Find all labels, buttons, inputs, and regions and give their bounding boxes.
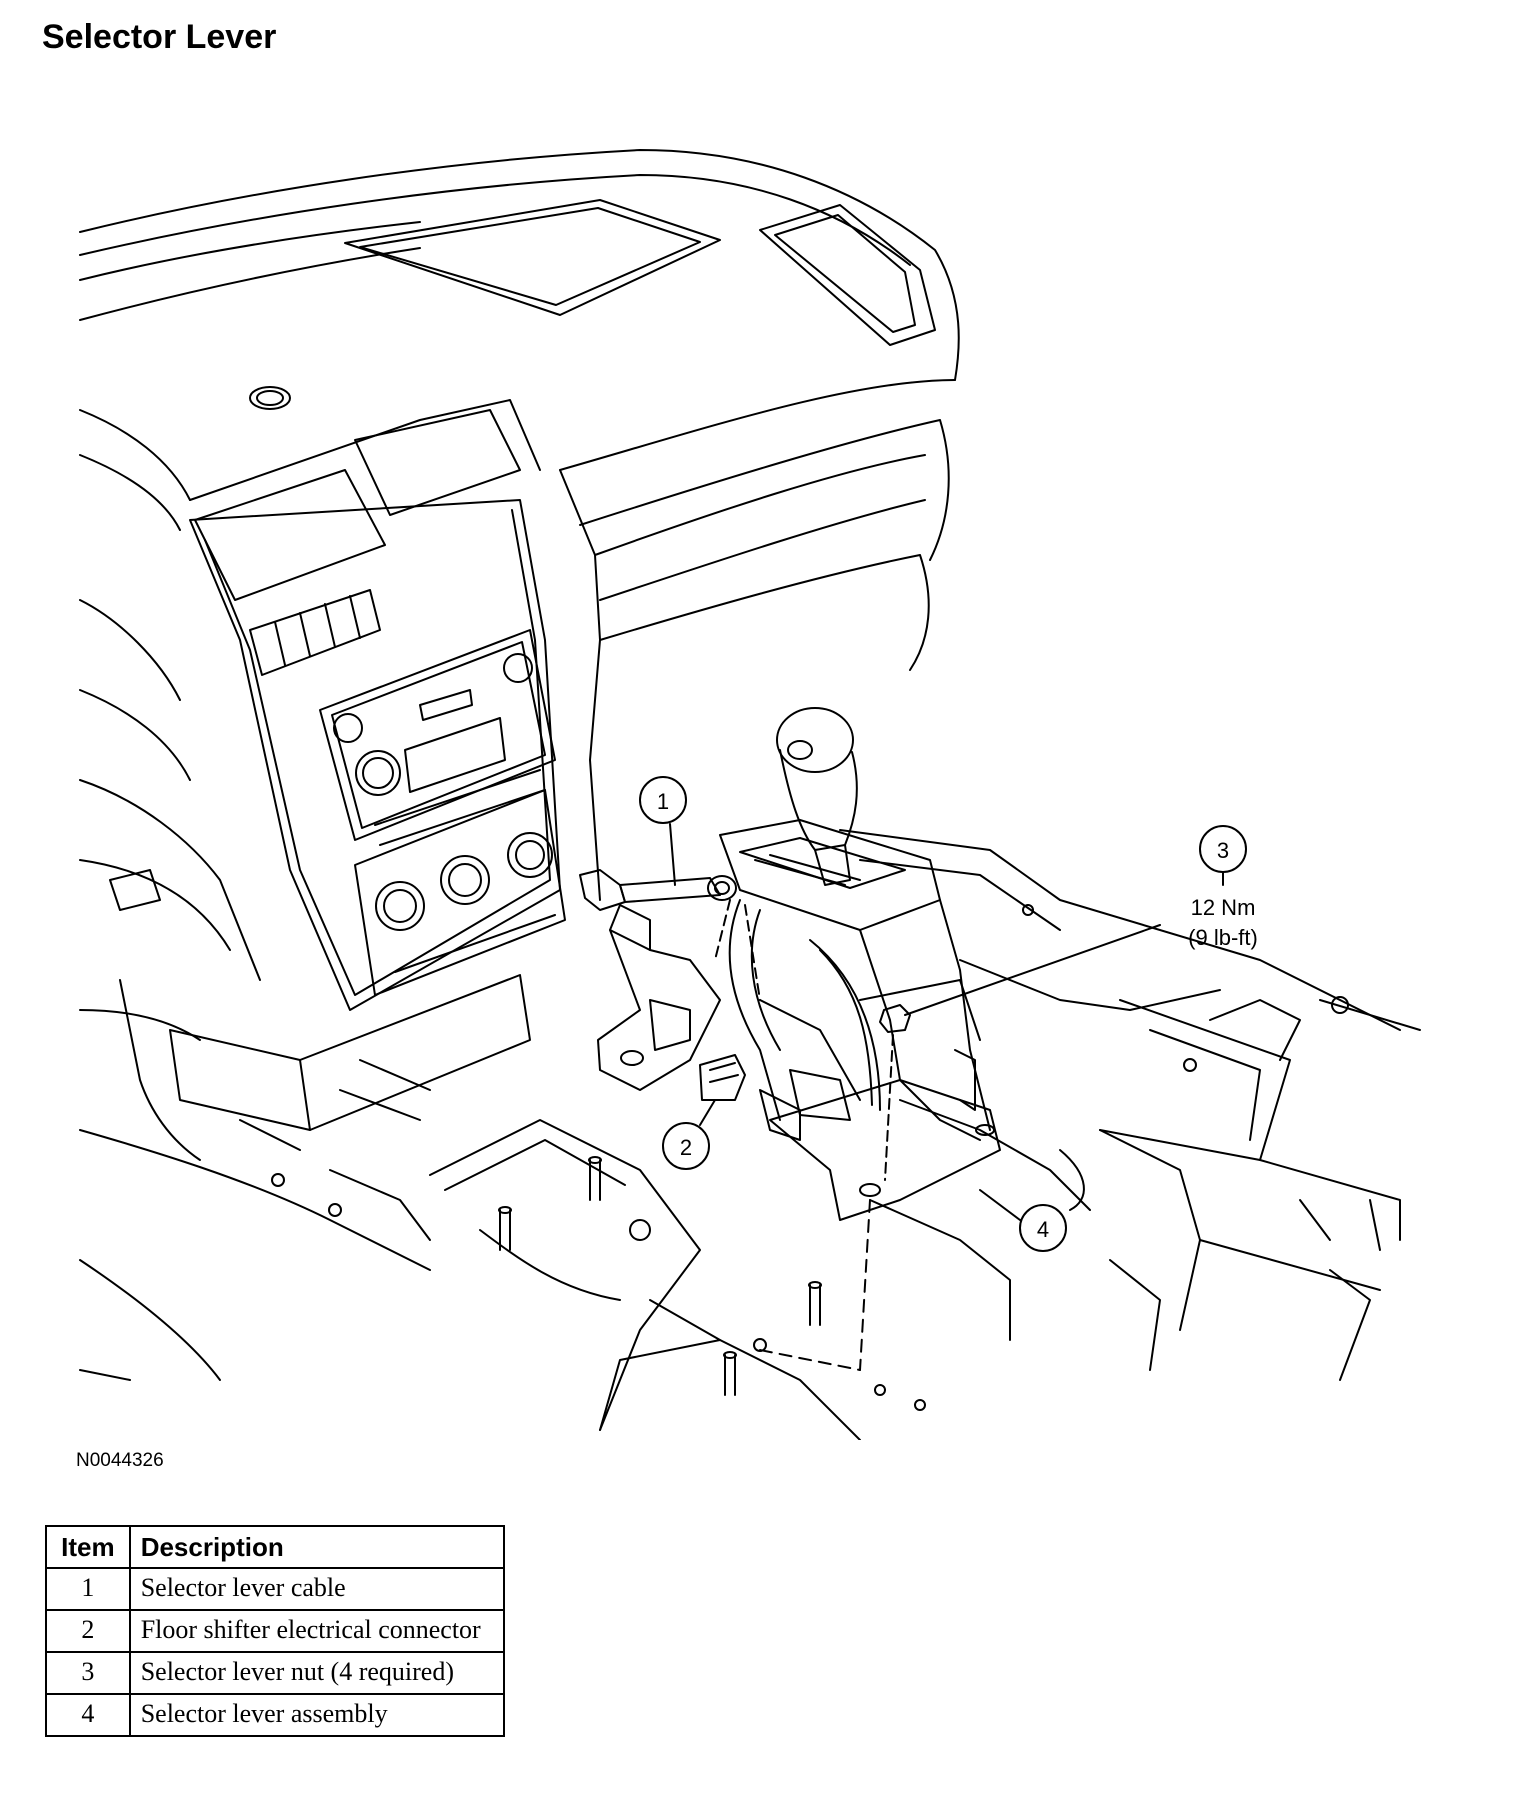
selector-lever-assembly-drawing xyxy=(579,707,1001,1371)
table-row: 4 Selector lever assembly xyxy=(45,1693,506,1737)
callout-3-number: 3 xyxy=(1217,838,1229,863)
legend-header-row: Item Description xyxy=(45,1525,506,1569)
floor-drawing xyxy=(79,829,1421,1440)
legend-item-number: 2 xyxy=(45,1609,131,1653)
legend-item-number: 3 xyxy=(45,1651,131,1695)
legend-header-item: Item xyxy=(45,1525,131,1569)
callout-4: 4 xyxy=(979,1189,1067,1252)
callout-3: 3 12 Nm (9 lb-ft) xyxy=(904,825,1258,1016)
legend-table: Item Description 1 Selector lever cable … xyxy=(45,1525,506,1737)
callout-2-number: 2 xyxy=(680,1135,692,1160)
table-row: 3 Selector lever nut (4 required) xyxy=(45,1651,506,1695)
table-row: 2 Floor shifter electrical connector xyxy=(45,1609,506,1653)
legend-item-description: Floor shifter electrical connector xyxy=(128,1609,506,1653)
selector-lever-illustration: 1 2 3 12 Nm (9 lb-ft) 4 xyxy=(79,149,1421,1440)
dashboard-drawing xyxy=(79,149,960,1161)
callout-4-number: 4 xyxy=(1037,1217,1049,1242)
legend-item-description: Selector lever cable xyxy=(128,1567,506,1611)
legend-item-number: 4 xyxy=(45,1693,131,1737)
legend-header-description: Description xyxy=(128,1525,506,1569)
legend-item-description: Selector lever nut (4 required) xyxy=(128,1651,506,1695)
callout-1-number: 1 xyxy=(657,789,669,814)
page-title: Selector Lever xyxy=(42,18,277,56)
callout-1: 1 xyxy=(639,776,687,886)
figure-id: N0044326 xyxy=(76,1450,164,1471)
legend-item-number: 1 xyxy=(45,1567,131,1611)
callout-2: 2 xyxy=(662,1099,716,1170)
table-row: 1 Selector lever cable xyxy=(45,1567,506,1611)
legend-item-description: Selector lever assembly xyxy=(128,1693,506,1737)
callout-3-torque: 12 Nm xyxy=(1191,895,1256,920)
callout-3-torque-alt: (9 lb-ft) xyxy=(1188,925,1258,950)
